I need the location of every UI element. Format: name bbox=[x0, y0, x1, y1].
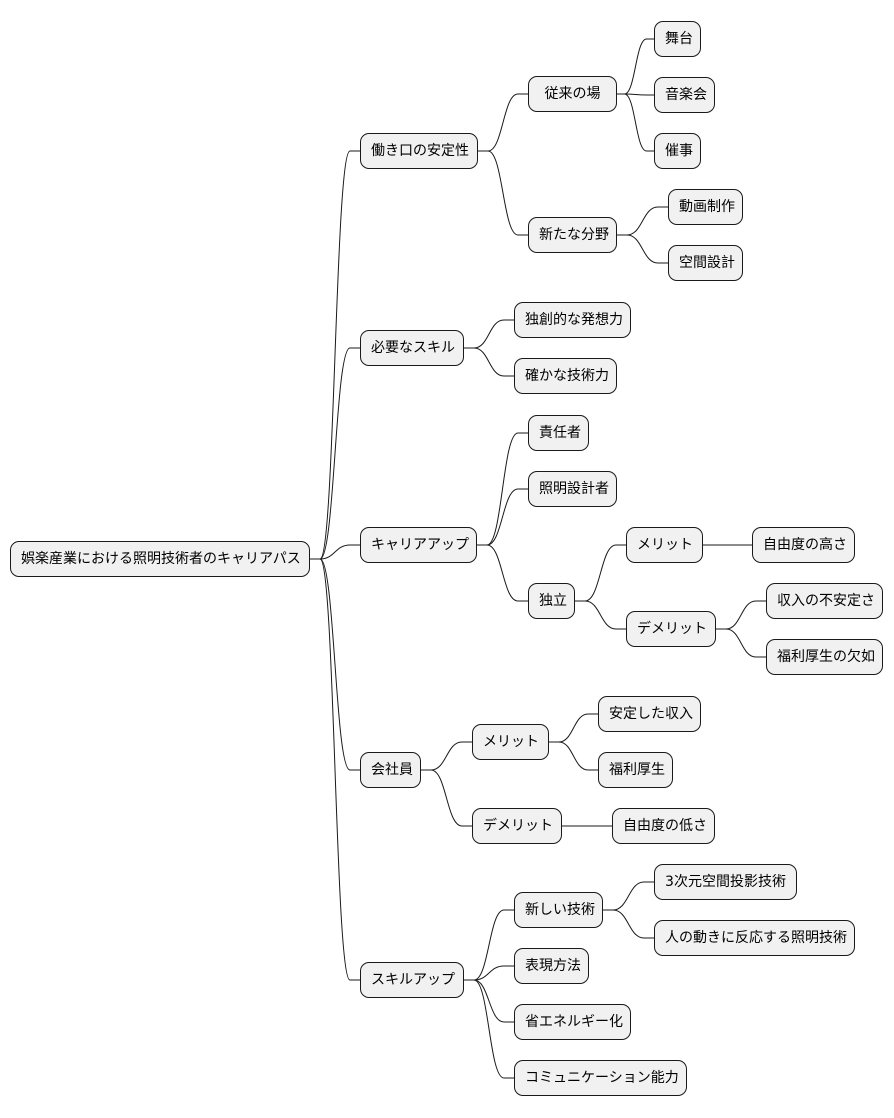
edge-new-tech-projection bbox=[603, 881, 654, 911]
node-stage: 舞台 bbox=[654, 21, 701, 57]
edge-emp-merit-stable-income bbox=[549, 713, 598, 743]
edge-skillup-expression bbox=[464, 965, 514, 981]
node-ind-demerit: デメリット bbox=[626, 611, 716, 647]
edge-independent-ind-demerit bbox=[575, 600, 626, 630]
edge-employee-emp-merit bbox=[421, 741, 472, 771]
edge-stability-new-fields bbox=[478, 150, 528, 236]
edge-careerup-manager bbox=[477, 432, 528, 546]
node-emp-demerit: デメリット bbox=[472, 808, 562, 844]
edge-new-fields-space bbox=[617, 234, 668, 264]
edge-root-skills bbox=[310, 347, 360, 560]
node-concert: 音楽会 bbox=[654, 77, 715, 113]
node-energy: 省エネルギー化 bbox=[514, 1004, 631, 1040]
node-freedom-high: 自由度の高さ bbox=[752, 527, 855, 563]
node-independent: 独立 bbox=[528, 583, 575, 619]
edge-root-careerup bbox=[310, 544, 360, 560]
node-root: 娯楽産業における照明技術者のキャリアパス bbox=[10, 541, 310, 577]
edge-careerup-independent bbox=[477, 544, 528, 602]
node-traditional: 従来の場 bbox=[528, 76, 617, 112]
node-emp-merit: メリット bbox=[472, 724, 549, 760]
edge-employee-emp-demerit bbox=[421, 769, 472, 827]
edge-root-skillup bbox=[310, 558, 360, 981]
node-freedom-low: 自由度の低さ bbox=[612, 808, 715, 844]
edge-new-tech-reactive bbox=[603, 909, 654, 939]
edge-skillup-energy bbox=[464, 979, 514, 1023]
node-ind-merit: メリット bbox=[626, 527, 703, 563]
edge-root-employee bbox=[310, 558, 360, 771]
edge-root-stability bbox=[310, 150, 360, 560]
edge-stability-traditional bbox=[478, 93, 528, 152]
node-projection: 3次元空間投影技術 bbox=[654, 864, 797, 900]
edge-ind-demerit-no-welfare bbox=[716, 628, 766, 658]
edge-ind-demerit-unstable-income bbox=[716, 600, 766, 630]
edge-skillup-new-tech bbox=[464, 909, 514, 981]
edge-careerup-lighting-designer bbox=[477, 488, 528, 546]
node-technical: 確かな技術力 bbox=[514, 358, 617, 394]
edge-emp-merit-welfare bbox=[549, 741, 598, 771]
node-manager: 責任者 bbox=[528, 415, 589, 451]
node-reactive: 人の動きに反応する照明技術 bbox=[654, 920, 855, 956]
node-lighting-designer: 照明設計者 bbox=[528, 471, 617, 507]
node-communication: コミュニケーション能力 bbox=[514, 1060, 687, 1096]
node-employee: 会社員 bbox=[360, 752, 421, 788]
edge-traditional-events bbox=[617, 93, 654, 152]
node-skillup: スキルアップ bbox=[360, 962, 464, 998]
node-welfare: 福利厚生 bbox=[598, 752, 673, 788]
edge-skills-technical bbox=[464, 347, 514, 377]
node-events: 催事 bbox=[654, 133, 701, 169]
edge-independent-ind-merit bbox=[575, 544, 626, 602]
edge-traditional-stage bbox=[617, 38, 654, 95]
edge-skillup-communication bbox=[464, 979, 514, 1079]
node-stability: 働き口の安定性 bbox=[360, 133, 478, 169]
node-skills: 必要なスキル bbox=[360, 330, 464, 366]
node-creativity: 独創的な発想力 bbox=[514, 302, 631, 338]
node-new-tech: 新しい技術 bbox=[514, 892, 603, 928]
node-no-welfare: 福利厚生の欠如 bbox=[766, 639, 883, 675]
node-new-fields: 新たな分野 bbox=[528, 217, 617, 253]
node-careerup: キャリアアップ bbox=[360, 527, 477, 563]
edge-skills-creativity bbox=[464, 319, 514, 349]
node-video: 動画制作 bbox=[668, 189, 743, 225]
node-expression: 表現方法 bbox=[514, 948, 589, 984]
node-stable-income: 安定した収入 bbox=[598, 696, 701, 732]
node-space: 空間設計 bbox=[668, 245, 743, 281]
node-unstable-income: 収入の不安定さ bbox=[766, 583, 883, 619]
edge-new-fields-video bbox=[617, 206, 668, 236]
